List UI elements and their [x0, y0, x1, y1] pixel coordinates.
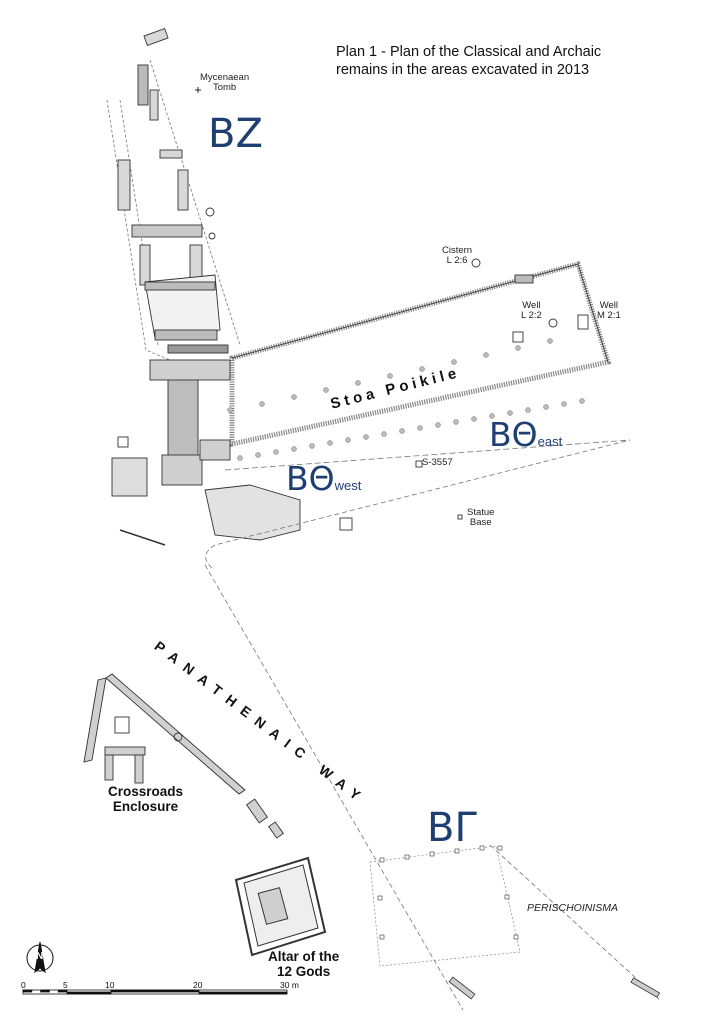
altar-line-1: Altar of the: [268, 949, 340, 964]
zone-btheta-west-label: BΘwest: [286, 459, 362, 498]
well-l22-line-1: Well: [522, 300, 541, 311]
zone-btheta-west-suffix: west: [334, 478, 362, 493]
scale-tick-5: 5: [63, 980, 68, 990]
well-m21-line-2: M 2:1: [597, 310, 621, 322]
perischoinisma-outline: [369, 845, 521, 967]
bz-walls: [117, 27, 229, 354]
zone-btheta-east-letters: BΘ: [489, 415, 538, 454]
mycenaean-tomb-line-1: Mycenaean: [200, 72, 250, 83]
crossroads-enclosure-label: Crossroads Enclosure: [108, 784, 184, 815]
mycenaean-tomb-line-2: Tomb: [212, 82, 237, 94]
zone-btheta-west-letters: BΘ: [286, 459, 335, 498]
plan-title-line-2: remains in the areas excavated in 2013: [336, 62, 590, 78]
stoa-columns: [227, 338, 585, 461]
zone-btheta-east-suffix: east: [537, 434, 563, 449]
mycenaean-tomb-label: Mycenaean Tomb: [200, 72, 250, 94]
altar-label: Altar of the 12 Gods: [268, 949, 340, 980]
statue-base-label: Statue Base: [467, 507, 495, 529]
cistern-line-1: Cistern: [442, 245, 473, 256]
crossroads-line-1: Crossroads: [108, 784, 184, 799]
cistern-line-2: L 2:6: [446, 255, 468, 267]
tomb-marker-icon: [195, 87, 201, 93]
zone-bgamma-label: BΓ: [427, 805, 477, 851]
crossroads-remains: [83, 673, 284, 839]
perischoinisma-posts: [377, 845, 519, 940]
statue-base-line-1: Statue: [467, 507, 495, 518]
north-arrow-label: N: [36, 951, 44, 962]
s3557-label: S-3557: [422, 457, 453, 468]
perischoinisma-label: PERISCHOINISMA: [527, 902, 619, 914]
plan-title: Plan 1 - Plan of the Classical and Archa…: [336, 43, 601, 79]
well-l22-label: Well L 2:2: [521, 300, 542, 322]
stoa-outline: [224, 260, 631, 471]
wells: [415, 258, 589, 520]
well-l22-line-2: L 2:2: [521, 310, 542, 322]
well-m21-label: Well M 2:1: [597, 300, 621, 322]
scale-tick-20: 20: [193, 980, 203, 990]
scale-tick-10: 10: [105, 980, 115, 990]
statue-base-line-2: Base: [469, 517, 492, 529]
scale-tick-0: 0: [21, 980, 26, 990]
well-m21-line-1: Well: [599, 300, 619, 311]
cistern-label: Cistern L 2:6: [442, 245, 473, 267]
scale-bar: [22, 989, 288, 995]
north-arrow-icon: [26, 941, 54, 974]
panathenaic-way-edge: [204, 439, 661, 1011]
se-remains: [448, 976, 661, 1000]
altar-line-2: 12 Gods: [276, 963, 331, 979]
altar-remains: [234, 856, 327, 957]
zone-bz-label: BZ: [208, 111, 263, 157]
scale-tick-30: 30 m: [280, 980, 299, 990]
stoa-west-walls: [111, 359, 353, 546]
plan-title-line-1: Plan 1 - Plan of the Classical and Archa…: [336, 44, 602, 60]
zone-btheta-east-label: BΘeast: [489, 415, 563, 454]
crossroads-line-2: Enclosure: [112, 798, 179, 814]
